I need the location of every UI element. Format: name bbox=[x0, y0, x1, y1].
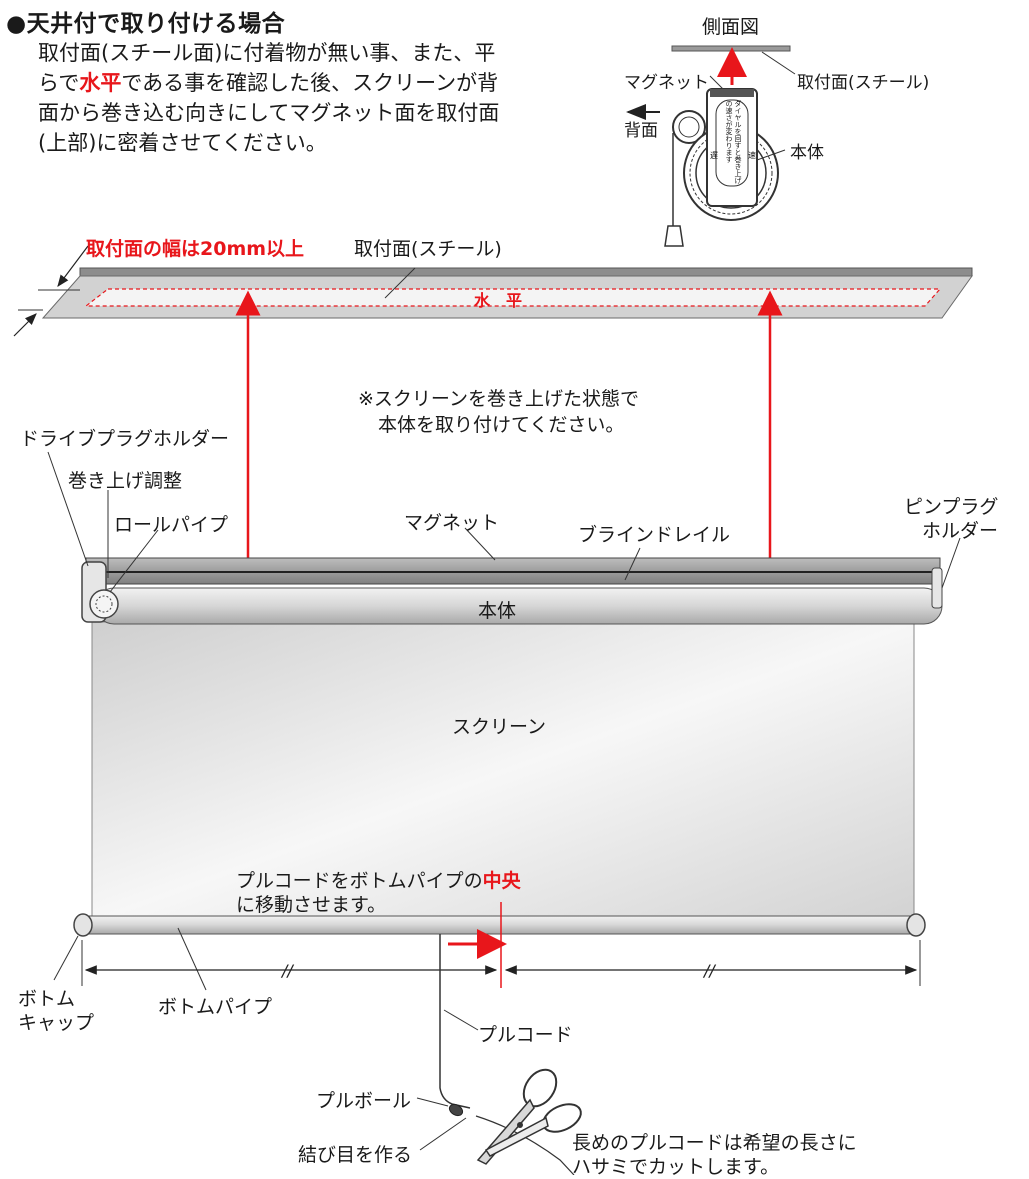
roll-adjust-label: 巻き上げ調整 bbox=[68, 470, 183, 492]
intro-level-emphasis: 水平 bbox=[79, 71, 122, 95]
side-view-mount-label: 取付面(スチール) bbox=[797, 73, 930, 93]
pullcord-note-line-2: に移動させます。 bbox=[236, 894, 387, 916]
side-view-slow-label: 遅 bbox=[710, 151, 718, 160]
cut-note-line-1: 長めのプルコードは希望の長さに bbox=[572, 1132, 857, 1154]
blind-rail-label: ブラインドレイル bbox=[578, 524, 731, 546]
pin-plug-holder-label-2: ホルダー bbox=[922, 520, 999, 542]
side-view-fast-label: 速 bbox=[748, 151, 756, 160]
roll-pipe-label: ロールパイプ bbox=[114, 514, 229, 536]
bottom-cap-label-1: ボトム bbox=[18, 988, 76, 1010]
screen-fabric bbox=[91, 621, 915, 923]
roll-pipe bbox=[95, 587, 943, 625]
side-pulley bbox=[672, 110, 706, 144]
bottom-cap-left bbox=[73, 913, 93, 937]
pull-cord-label: プルコード bbox=[478, 1024, 573, 1046]
pullcord-note-part-1: プルコードをボトムパイプの bbox=[236, 870, 483, 892]
pull-weight bbox=[664, 225, 684, 247]
page-title: ●天井付で取り付ける場合 bbox=[6, 11, 286, 37]
ceiling-mount bbox=[13, 245, 973, 337]
side-view bbox=[626, 45, 796, 247]
bottom-pipe bbox=[79, 915, 921, 935]
intro-part-2: である事を確認した後、スクリーンが背面から巻き込む向きにしてマグネット面を取付面… bbox=[38, 71, 500, 155]
intro-text: 取付面(スチール面)に付着物が無い事、また、平らで水平である事を確認した後、スク… bbox=[38, 38, 508, 158]
level-label: 水 平 bbox=[474, 291, 523, 310]
scissors-icon bbox=[476, 1068, 582, 1165]
pullcord-note-center: 中央 bbox=[482, 870, 521, 892]
level-dashed-area bbox=[84, 288, 942, 307]
magnet-label: マグネット bbox=[404, 512, 500, 534]
bottom-cap-right bbox=[906, 913, 926, 937]
pin-plug-holder bbox=[931, 567, 943, 609]
width-dim-arrow-bottom bbox=[13, 313, 37, 337]
drive-plug-holder-label: ドライブプラグホルダー bbox=[20, 428, 230, 450]
pull-ball bbox=[448, 1103, 464, 1117]
side-view-title: 側面図 bbox=[702, 16, 760, 38]
pin-plug-holder-label-1: ピンプラグ bbox=[904, 496, 999, 518]
svg-text://: // bbox=[702, 961, 716, 980]
side-view-back-label: 背面 bbox=[624, 121, 658, 141]
pullcord-note-line-1: プルコードをボトムパイプの中央 bbox=[236, 866, 521, 893]
side-view-body-label: 本体 bbox=[790, 143, 824, 163]
head-rail bbox=[47, 451, 961, 625]
screen-label: スクリーン bbox=[452, 716, 547, 738]
mount-surface-label: 取付面(スチール) bbox=[354, 238, 502, 260]
install-note-1: ※スクリーンを巻き上げた状態で bbox=[358, 388, 639, 410]
side-view-dial-text: ダイヤルを回すと巻き上げの速さが変わります bbox=[725, 100, 742, 184]
bottom-pipe-label: ボトムパイプ bbox=[158, 996, 273, 1018]
width-dim-arrow-top bbox=[57, 245, 89, 287]
bottom-cap-label-2: キャップ bbox=[18, 1012, 95, 1034]
side-mount-surface bbox=[671, 45, 791, 52]
knot-label: 結び目を作る bbox=[298, 1144, 413, 1166]
body-label: 本体 bbox=[478, 600, 517, 622]
pull-cord bbox=[439, 934, 471, 1109]
width-note: 取付面の幅は20mm以上 bbox=[86, 238, 305, 260]
cut-note-line-2: ハサミでカットします。 bbox=[572, 1156, 780, 1178]
svg-text://: // bbox=[280, 961, 294, 980]
bottom-pipe-group: // // bbox=[53, 902, 926, 991]
pull-cord-group bbox=[416, 934, 582, 1175]
intro-part-1: 取付面(スチール面)に付着物が無い事、また、平らで bbox=[38, 41, 496, 95]
install-note-2: 本体を取り付けてください。 bbox=[378, 414, 625, 436]
pull-ball-label: プルボール bbox=[316, 1090, 412, 1112]
side-view-magnet-label: マグネット bbox=[624, 73, 709, 93]
